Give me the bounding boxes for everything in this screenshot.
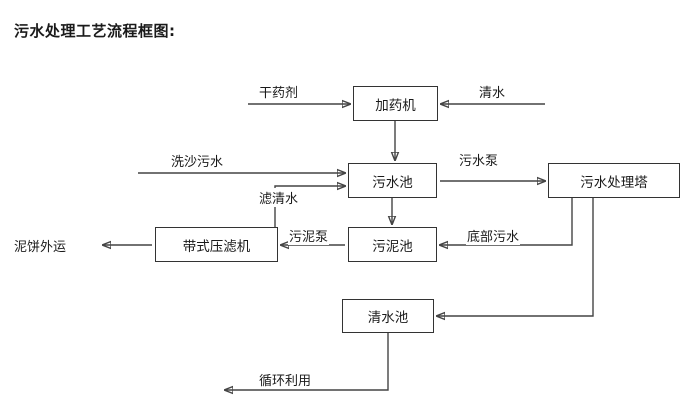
node-label: 污泥池: [372, 238, 413, 255]
wire-filtrate-to-sewage-pool: [274, 186, 345, 245]
edge-label-recycle-reuse: 循环利用: [258, 370, 313, 389]
node-sludge-pool[interactable]: 污泥池: [348, 227, 437, 262]
node-sewage-treatment-tower[interactable]: 污水处理塔: [548, 163, 680, 198]
edge-label-sand-washing-sewage: 洗沙污水: [170, 151, 225, 170]
terminal-mud-cake-transport: 泥饼外运: [14, 240, 67, 255]
node-label: 清水池: [367, 310, 409, 326]
node-label: 带式压滤机: [182, 238, 251, 255]
node-sewage-pool[interactable]: 污水池: [348, 163, 437, 198]
node-clear-water-pool[interactable]: 清水池: [342, 299, 434, 333]
edge-label-sludge-pump: 污泥泵: [288, 226, 330, 245]
page-title: 污水处理工艺流程框图:: [14, 22, 176, 40]
node-label: 加药机: [375, 97, 416, 114]
edge-label-filtered-clear-water: 滤清水: [258, 188, 300, 207]
node-dosing-machine[interactable]: 加药机: [353, 86, 438, 121]
edge-label-bottom-sewage: 底部污水: [466, 226, 521, 245]
edge-label-clean-water: 清水: [478, 82, 507, 101]
node-belt-filter-press[interactable]: 带式压滤机: [155, 227, 278, 262]
wire-clear-pool-to-recycle: [225, 333, 389, 390]
node-label: 污水池: [372, 174, 413, 191]
node-label: 污水处理塔: [580, 174, 648, 191]
edge-label-dry-agent: 干药剂: [258, 82, 300, 101]
edge-label-sewage-pump: 污水泵: [458, 150, 500, 169]
wire-tower-to-clear-pool: [437, 198, 594, 316]
wire-tower-bottom-to-sludge-pool: [440, 198, 573, 245]
